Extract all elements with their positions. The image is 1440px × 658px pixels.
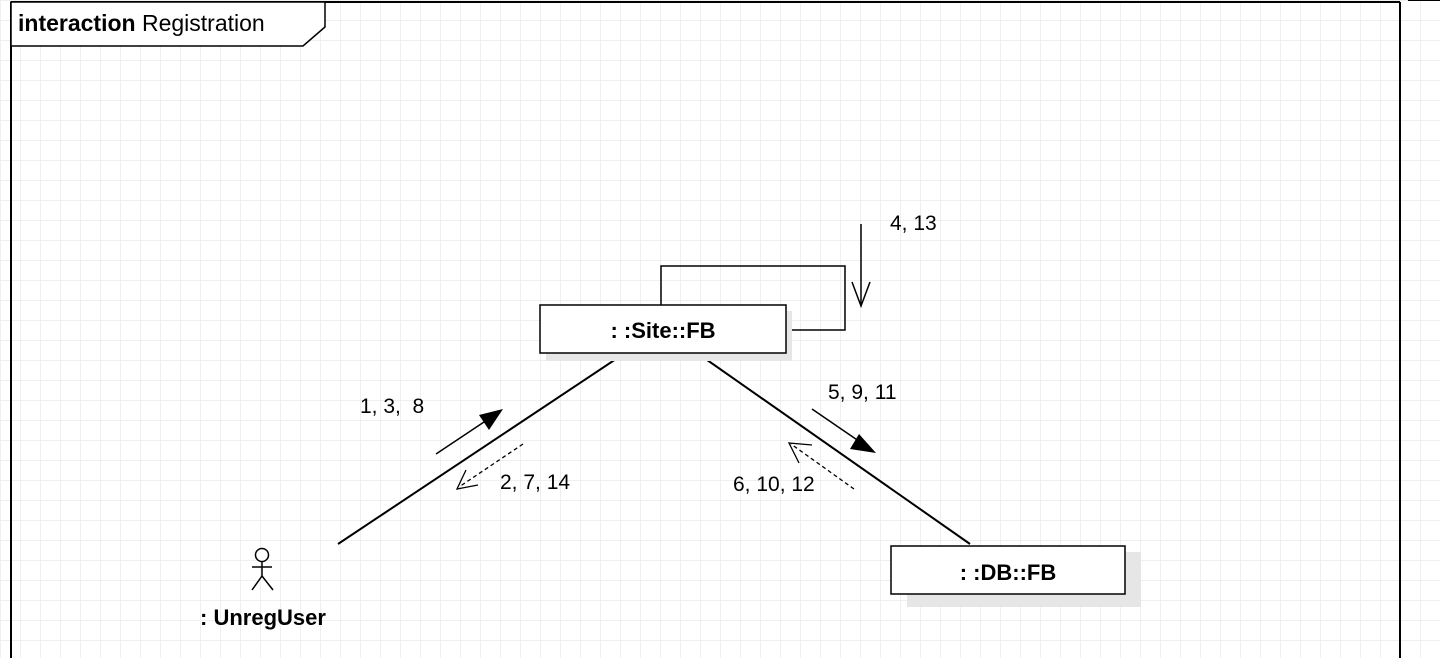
interaction-frame[interactable]: interaction Registration [10,1,1401,658]
open-arrowhead-icon [455,469,479,490]
object-site-box [539,304,787,354]
actor-label: : UnregUser [200,605,326,630]
filled-arrowhead-icon [479,409,503,430]
object-db-box [890,545,1126,595]
message-self-call[interactable]: 4, 13 [851,212,937,309]
site-to-user-return-line [458,443,524,488]
link-site-db[interactable] [699,354,971,545]
frame-title: interaction Registration [18,10,265,36]
frame-name: Registration [142,10,265,36]
open-arrowhead-icon [787,442,813,464]
link-user-site[interactable] [337,354,623,545]
self-link-site[interactable] [660,265,846,331]
filled-arrowhead-icon [850,434,876,453]
user-to-site-arrow-line [435,415,494,455]
message-db-to-site-label: 6, 10, 12 [733,473,815,496]
object-site-label: : :Site::FB [610,318,715,343]
db-to-site-return-line [790,443,855,490]
message-db-to-site[interactable]: 6, 10, 12 [733,442,855,496]
message-user-to-site-label: 1, 3, 8 [360,395,424,418]
object-db-label: : :DB::FB [960,560,1057,585]
frame-keyword: interaction [18,10,136,36]
actor-unreguser[interactable]: : UnregUser [200,547,326,631]
stick-figure-icon [251,547,274,591]
message-self-call-label: 4, 13 [890,212,937,235]
frame-name-tab [10,1,326,47]
open-arrowhead-icon [851,281,871,309]
object-site[interactable]: : :Site::FB [539,304,792,361]
message-user-to-site[interactable]: 1, 3, 8 [360,395,503,455]
object-db[interactable]: : :DB::FB [890,545,1141,607]
message-site-to-db[interactable]: 5, 9, 11 [811,381,897,453]
message-site-to-db-label: 5, 9, 11 [828,381,897,404]
message-site-to-user-label: 2, 7, 14 [500,471,570,494]
message-site-to-user[interactable]: 2, 7, 14 [455,443,570,494]
